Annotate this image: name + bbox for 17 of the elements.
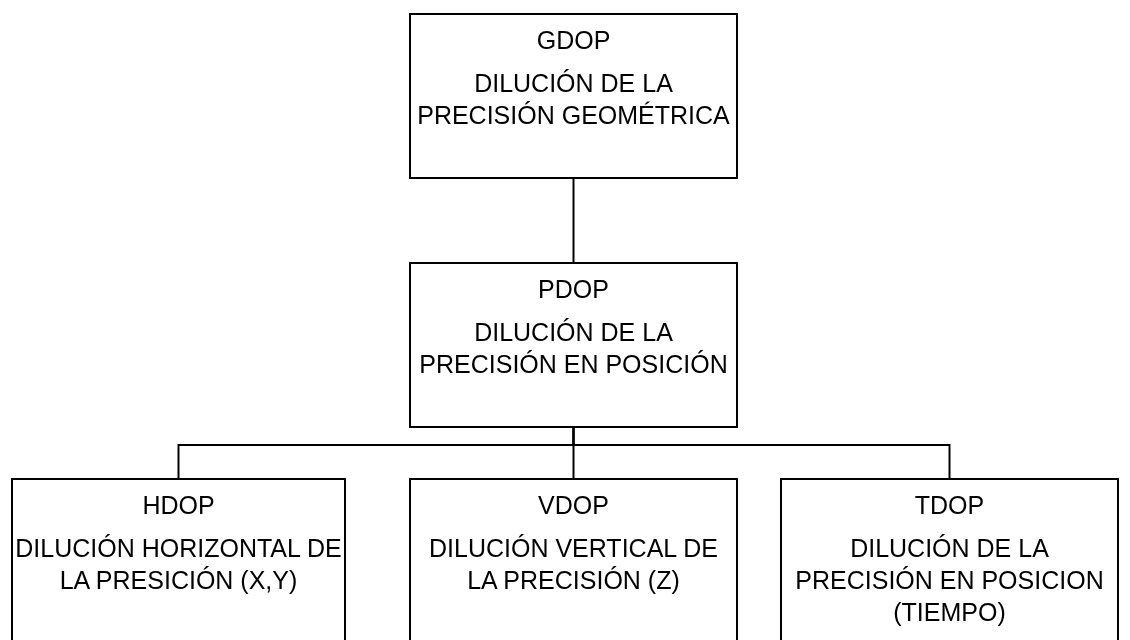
process-box	[11, 478, 346, 640]
process-box	[780, 478, 1119, 640]
box-description: DILUCIÓN DE LA PRECISIÓN EN POSICION (TIEMPO)	[794, 533, 1105, 628]
box-heading: GDOP	[536, 25, 611, 55]
box-heading: PDOP	[538, 274, 609, 304]
process-box	[409, 262, 738, 428]
box-description: DILUCIÓN VERTICAL DE LA PRECISIÓN (Z)	[428, 533, 719, 596]
box-heading: HDOP	[142, 490, 215, 520]
box-description: DILUCIÓN DE LA PRECISIÓN EN POSICIÓN	[418, 317, 729, 380]
box-heading: VDOP	[538, 490, 609, 520]
process-box	[409, 478, 738, 640]
box-description: DILUCIÓN DE LA PRECISIÓN GEOMÉTRICA	[416, 68, 731, 131]
process-box	[409, 13, 738, 179]
connector-line	[572, 427, 951, 479]
box-description: DILUCIÓN HORIZONTAL DE LA PRESICIÓN (X,Y)	[14, 533, 343, 596]
connector-line	[572, 178, 575, 263]
box-heading: TDOP	[914, 490, 985, 520]
